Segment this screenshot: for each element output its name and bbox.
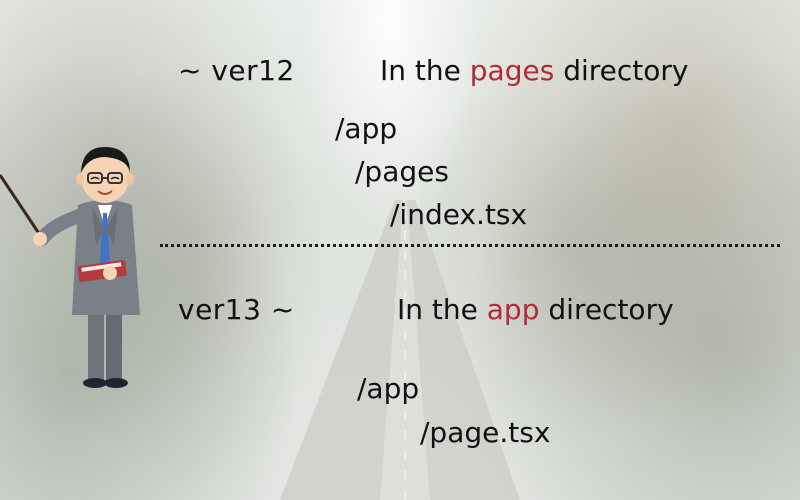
path-bottom-1: /app [357, 372, 420, 405]
path-top-1: /app [335, 112, 398, 145]
heading-top-post: directory [554, 54, 689, 87]
heading-top-pre: In the [380, 54, 470, 87]
sky-glow [300, 0, 480, 240]
heading-top-highlight: pages [469, 54, 555, 87]
version-label-top: ~ ver12 [178, 54, 295, 87]
teacher-illustration [0, 147, 140, 388]
version-label-bottom: ver13 ~ [178, 293, 295, 326]
pointer-stick [0, 174, 42, 236]
heading-top: In the pages directory [380, 54, 688, 87]
heading-bottom-pre: In the [397, 293, 487, 326]
heading-bottom-highlight: app [486, 293, 540, 326]
divider-dotted [160, 244, 780, 247]
heading-bottom-post: directory [539, 293, 674, 326]
trees-left [0, 0, 340, 500]
heading-bottom: In the app directory [397, 293, 674, 326]
path-bottom-2: /page.tsx [420, 416, 551, 449]
path-top-3: /index.tsx [390, 198, 528, 231]
path-top-2: /pages [355, 155, 449, 188]
